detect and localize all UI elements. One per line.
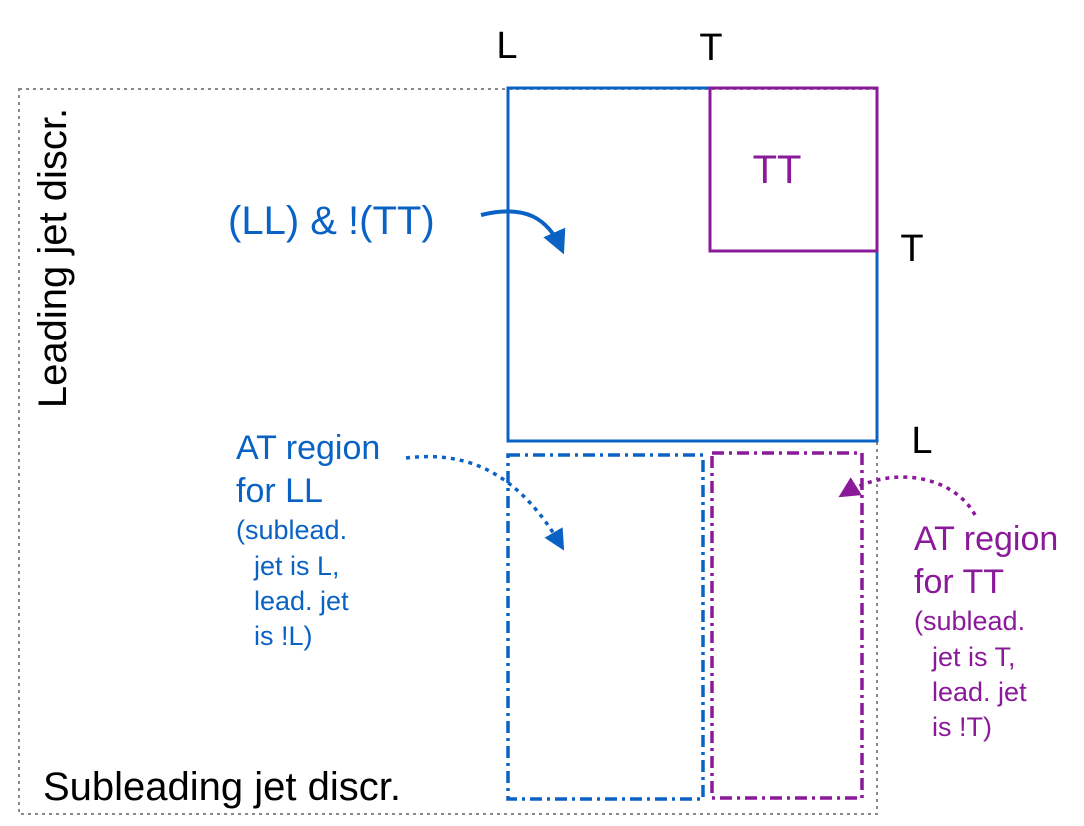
- threshold-right-t: T: [900, 228, 923, 270]
- at-ll-desc-1: (sublead.: [236, 515, 347, 545]
- at-tt-desc-2: jet is T,: [931, 642, 1016, 672]
- at-ll-desc-3: lead. jet: [254, 586, 349, 616]
- at-tt-desc-3: lead. jet: [932, 677, 1027, 707]
- at-ll-desc-2: jet is L,: [253, 551, 340, 581]
- at-tt-title-2: for TT: [914, 563, 1004, 601]
- ll-not-tt-label: (LL) & !(TT): [228, 199, 435, 243]
- at-ll-desc-4: is !L): [254, 621, 313, 651]
- tt-region-box: [708, 86, 879, 253]
- at-tt-desc-4: is !T): [932, 712, 992, 742]
- plane-frame: [18, 88, 878, 815]
- at-tt-region-box: [710, 451, 864, 800]
- threshold-right-l: L: [911, 420, 932, 462]
- at-tt-arrow: [838, 475, 977, 516]
- at-ll-arrow: [405, 454, 565, 551]
- threshold-top-t: T: [699, 27, 722, 69]
- threshold-top-l: L: [496, 25, 517, 67]
- at-ll-region-box: [506, 453, 705, 801]
- at-ll-title-1: AT region: [236, 429, 380, 467]
- at-tt-title-1: AT region: [914, 520, 1058, 558]
- x-axis-label: Subleading jet discr.: [43, 765, 401, 809]
- tt-label: TT: [753, 148, 802, 192]
- ll-region-box: [506, 86, 879, 443]
- at-tt-desc-1: (sublead.: [914, 606, 1025, 636]
- at-ll-title-2: for LL: [236, 472, 323, 510]
- y-axis-label: Leading jet discr.: [31, 108, 75, 408]
- ll-not-tt-arrow: [480, 209, 566, 255]
